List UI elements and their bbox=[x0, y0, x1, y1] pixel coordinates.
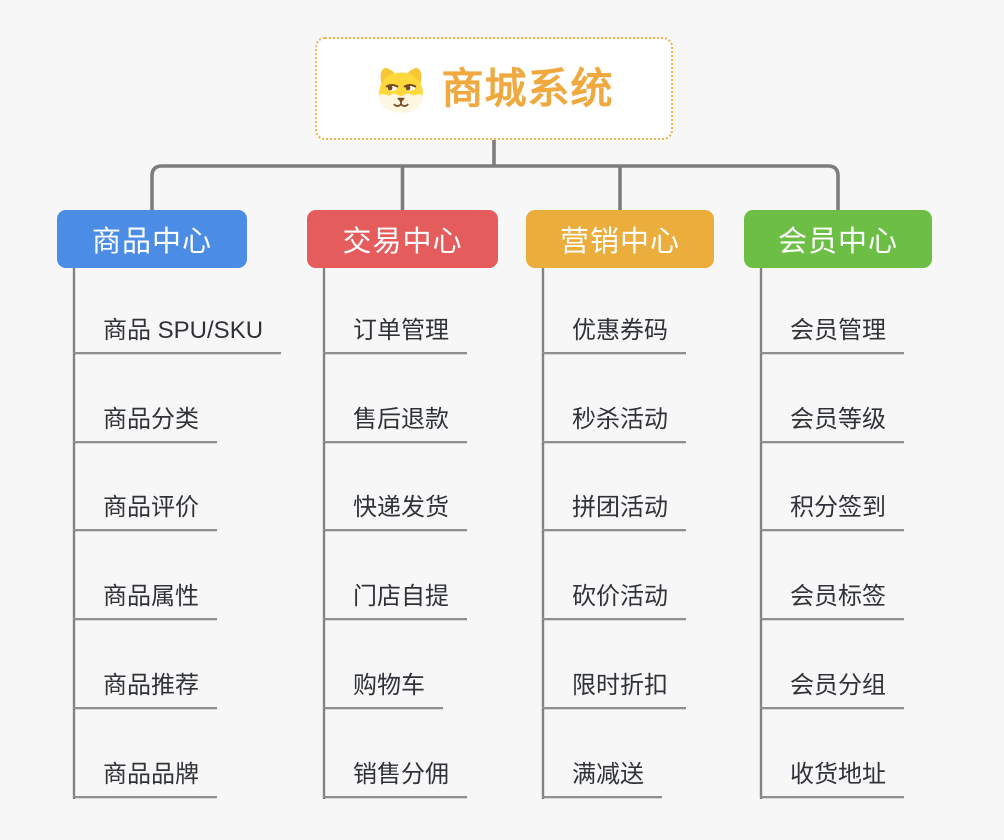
leaf-item[interactable]: 购物车 bbox=[323, 673, 443, 709]
leaf-item[interactable]: 满减送 bbox=[542, 762, 662, 798]
leaf-item[interactable]: 销售分佣 bbox=[323, 762, 467, 798]
leaf-item[interactable]: 商品分类 bbox=[73, 407, 217, 443]
leaf-item[interactable]: 快递发货 bbox=[323, 496, 467, 532]
branch-node-marketing-center[interactable]: 营销中心 bbox=[526, 210, 714, 268]
leaf-item[interactable]: 秒杀活动 bbox=[542, 407, 686, 443]
root-title: 商城系统 bbox=[441, 64, 614, 112]
leaf-item[interactable]: 售后退款 bbox=[323, 407, 467, 443]
leaf-item[interactable]: 会员等级 bbox=[760, 407, 904, 443]
leaf-item[interactable]: 门店自提 bbox=[323, 585, 467, 621]
leaf-item[interactable]: 限时折扣 bbox=[542, 673, 686, 709]
leaf-item[interactable]: 收货地址 bbox=[760, 762, 904, 798]
leaf-item[interactable]: 商品品牌 bbox=[73, 762, 217, 798]
branch-node-member-center[interactable]: 会员中心 bbox=[744, 210, 932, 268]
leaf-item[interactable]: 商品评价 bbox=[73, 496, 217, 532]
leaf-item[interactable]: 优惠券码 bbox=[542, 318, 686, 354]
leaf-item[interactable]: 砍价活动 bbox=[542, 585, 686, 621]
leaf-item[interactable]: 积分签到 bbox=[760, 496, 904, 532]
leaf-item[interactable]: 会员分组 bbox=[760, 673, 904, 709]
dog-face-icon bbox=[379, 67, 424, 113]
branch-node-product-center[interactable]: 商品中心 bbox=[57, 210, 247, 268]
root-node[interactable]: 商城系统 bbox=[315, 37, 673, 140]
branch-node-trade-center[interactable]: 交易中心 bbox=[307, 210, 498, 268]
leaf-item[interactable]: 拼团活动 bbox=[542, 496, 686, 532]
leaf-item[interactable]: 商品属性 bbox=[73, 585, 217, 621]
leaf-item[interactable]: 会员管理 bbox=[760, 318, 904, 354]
leaf-item[interactable]: 订单管理 bbox=[323, 318, 467, 354]
leaf-item[interactable]: 商品 SPU/SKU bbox=[73, 318, 282, 354]
leaf-item[interactable]: 商品推荐 bbox=[73, 673, 217, 709]
leaf-item[interactable]: 会员标签 bbox=[760, 585, 904, 621]
